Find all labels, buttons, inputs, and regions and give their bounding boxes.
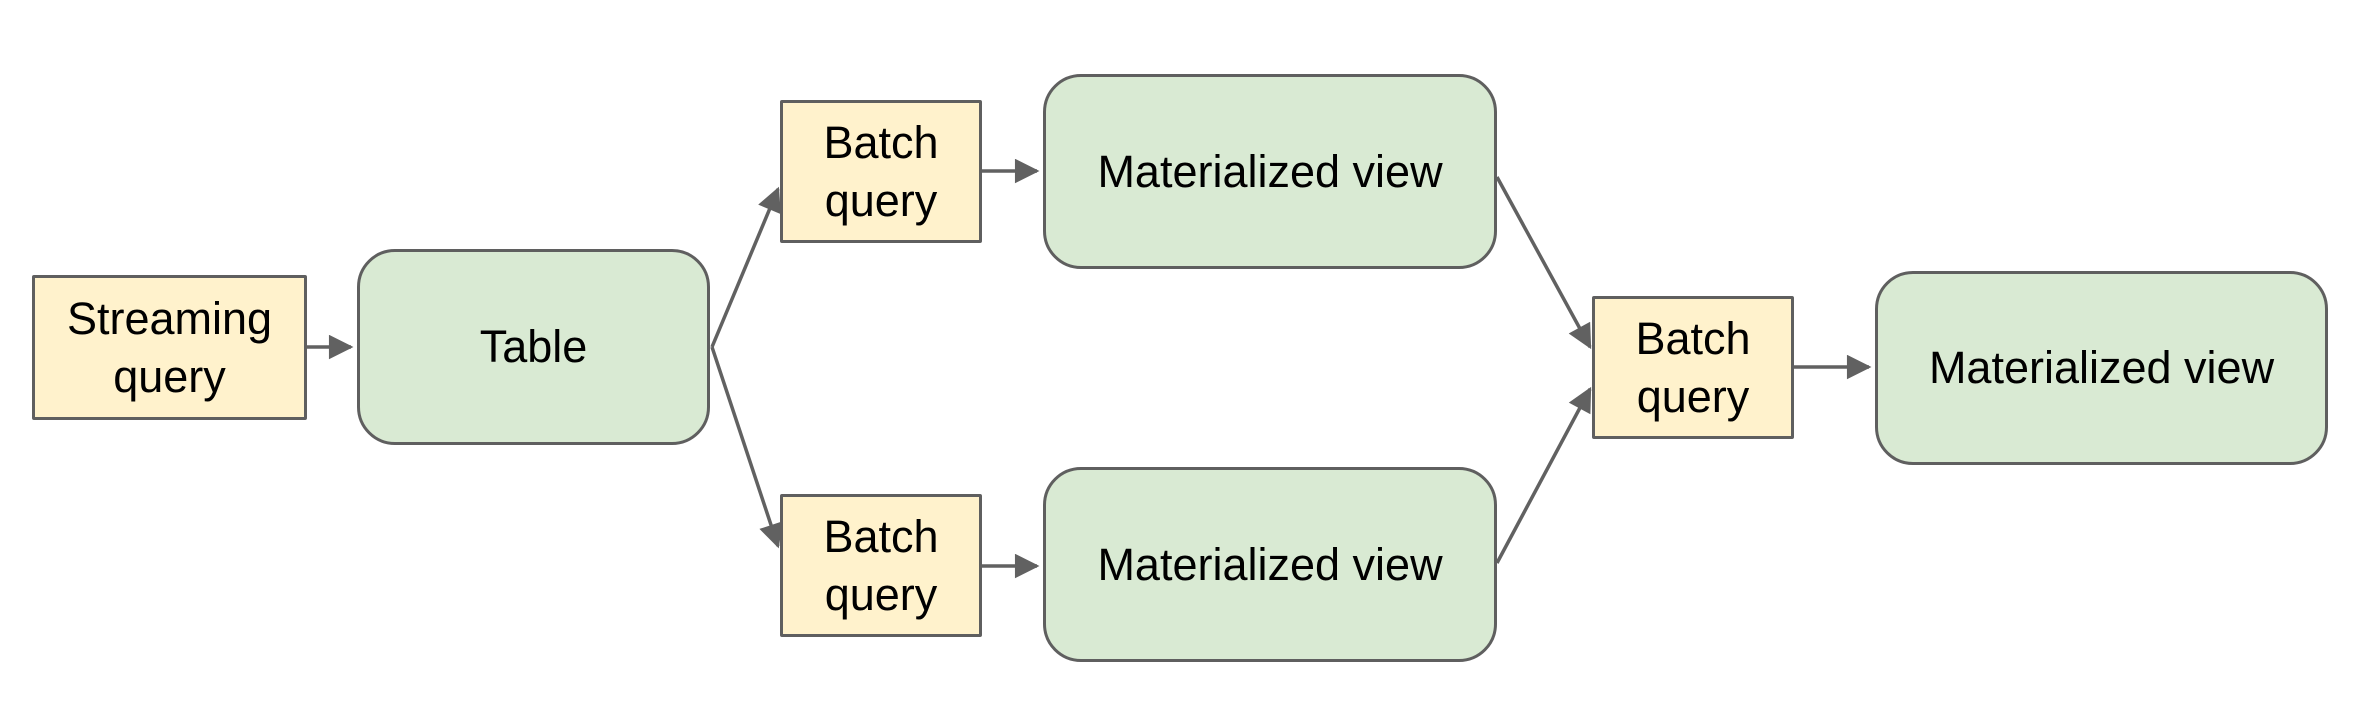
node-streaming-query: Streaming query xyxy=(32,275,307,420)
node-streaming-query-label: Streaming query xyxy=(66,293,273,402)
node-batch-query-merge-label: Batch query xyxy=(1635,313,1751,422)
node-materialized-view-final: Materialized view xyxy=(1875,271,2328,465)
node-batch-query-bottom: Batch query xyxy=(780,494,982,637)
node-materialized-view-bottom: Materialized view xyxy=(1043,467,1497,662)
node-materialized-view-final-label: Materialized view xyxy=(1928,342,2275,394)
edge-mv-top-to-batch-merge xyxy=(1495,176,1592,350)
node-materialized-view-bottom-label: Materialized view xyxy=(1097,538,1443,590)
edge-table-to-batch-top xyxy=(710,186,781,348)
node-materialized-view-top: Materialized view xyxy=(1043,74,1497,269)
edge-table-to-batch-bottom xyxy=(710,346,783,549)
node-batch-query-top-label: Batch query xyxy=(823,117,939,226)
node-batch-query-top: Batch query xyxy=(780,100,982,243)
node-batch-query-bottom-label: Batch query xyxy=(823,511,939,620)
node-batch-query-merge: Batch query xyxy=(1592,296,1794,439)
node-table-label: Table xyxy=(479,321,588,373)
node-materialized-view-top-label: Materialized view xyxy=(1097,145,1443,197)
node-table: Table xyxy=(357,249,710,445)
edge-mv-bottom-to-batch-merge xyxy=(1495,386,1592,564)
